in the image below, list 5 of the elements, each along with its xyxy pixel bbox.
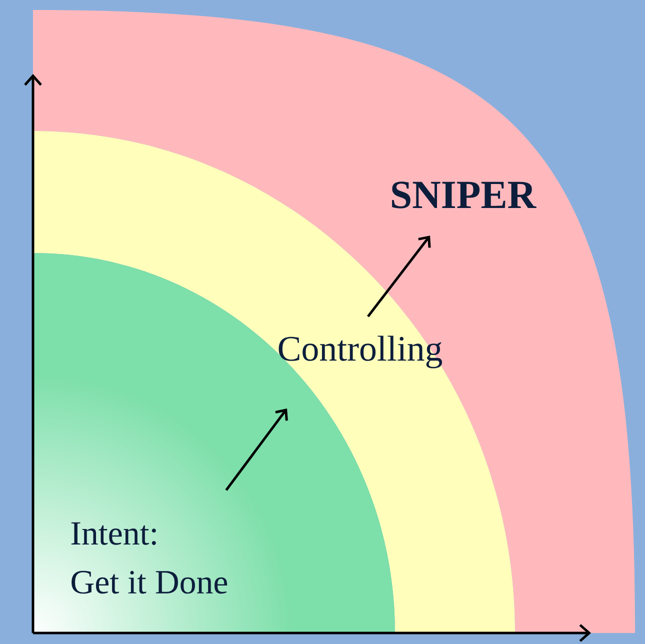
arrow — [367, 236, 431, 318]
band-label: Intent: Get it Done — [71, 522, 228, 594]
band-label: SNIPER — [392, 182, 536, 208]
arrow — [225, 408, 288, 491]
band-label: Controlling — [278, 336, 442, 368]
